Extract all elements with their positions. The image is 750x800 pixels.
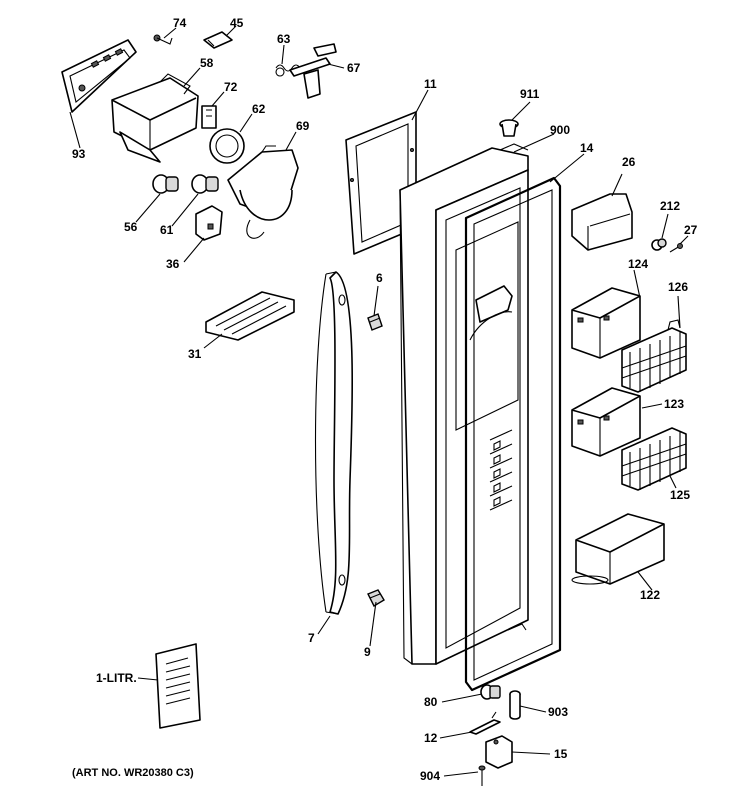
- part-31-grille: [205, 291, 295, 341]
- label-15: 15: [554, 747, 568, 761]
- label-903: 903: [548, 705, 568, 719]
- leader-lines: [69, 25, 689, 777]
- label-1-litr: 1-LITR.: [96, 671, 137, 685]
- label-904: 904: [420, 769, 440, 783]
- part-911-cap: [499, 119, 519, 137]
- label-122: 122: [640, 588, 660, 602]
- part-6-handle-mount: [367, 313, 383, 331]
- label-911: 911: [520, 87, 540, 101]
- label-72: 72: [224, 80, 238, 94]
- part-74-clip: [153, 34, 173, 45]
- part-7-handle: [314, 271, 354, 615]
- label-67: 67: [347, 61, 361, 75]
- part-122-bin: [571, 513, 665, 585]
- part-61-knob: [191, 174, 219, 194]
- label-123: 123: [664, 397, 684, 411]
- part-9-handle-mount: [367, 589, 385, 607]
- label-63: 63: [277, 32, 291, 46]
- label-125: 125: [670, 488, 690, 502]
- label-69: 69: [296, 119, 310, 133]
- label-80: 80: [424, 695, 438, 709]
- part-63-spring: [275, 64, 301, 77]
- part-36-switch-block: [195, 205, 223, 241]
- label-61: 61: [160, 223, 174, 237]
- part-72-switch: [201, 105, 217, 129]
- part-58-dispenser-housing: [111, 73, 199, 163]
- part-93-control-panel: [61, 39, 137, 113]
- label-11: 11: [424, 77, 437, 91]
- callout-labels: 74 45 63 67 58 72 62 69 93 56 61 36 11 9…: [72, 16, 698, 783]
- label-36: 36: [166, 257, 180, 271]
- part-27-screw: [669, 243, 683, 253]
- part-67-actuator-arm: [289, 43, 337, 99]
- part-903-pin: [509, 690, 521, 720]
- part-12-hinge-plate: [469, 711, 501, 735]
- label-7: 7: [308, 631, 315, 645]
- label-6: 6: [376, 271, 383, 285]
- part-62-ring: [209, 128, 245, 164]
- door-shell: [399, 147, 529, 665]
- part-80-plug: [480, 684, 501, 700]
- label-62: 62: [252, 102, 266, 116]
- label-74: 74: [173, 16, 187, 30]
- label-27: 27: [684, 223, 698, 237]
- label-14: 14: [580, 141, 594, 155]
- label-900: 900: [550, 123, 570, 137]
- part-26-cover: [571, 193, 633, 251]
- label-9: 9: [364, 645, 371, 659]
- label-12: 12: [424, 731, 438, 745]
- label-124: 124: [628, 257, 648, 271]
- label-93: 93: [72, 147, 86, 161]
- art-number: (ART NO. WR20380 C3): [72, 767, 194, 779]
- label-45: 45: [230, 16, 244, 30]
- part-904-screw: [478, 765, 486, 786]
- part-212-button: [651, 238, 667, 251]
- label-56: 56: [124, 220, 138, 234]
- part-126-wire-basket: [621, 319, 687, 393]
- label-58: 58: [200, 56, 214, 70]
- label-31: 31: [188, 347, 202, 361]
- part-125-wire-basket: [621, 427, 687, 491]
- part-124-bin: [571, 287, 641, 359]
- label-212: 212: [660, 199, 680, 213]
- part-45-bracket: [203, 31, 233, 49]
- label-26: 26: [622, 155, 636, 169]
- label-126: 126: [668, 280, 688, 294]
- literature-booklet: [155, 643, 201, 729]
- part-15-hinge: [485, 735, 513, 769]
- part-56-knob: [152, 174, 179, 194]
- part-69-chute: [227, 145, 299, 239]
- part-123-bin: [571, 387, 641, 457]
- door-shelf-ridges: [489, 429, 513, 511]
